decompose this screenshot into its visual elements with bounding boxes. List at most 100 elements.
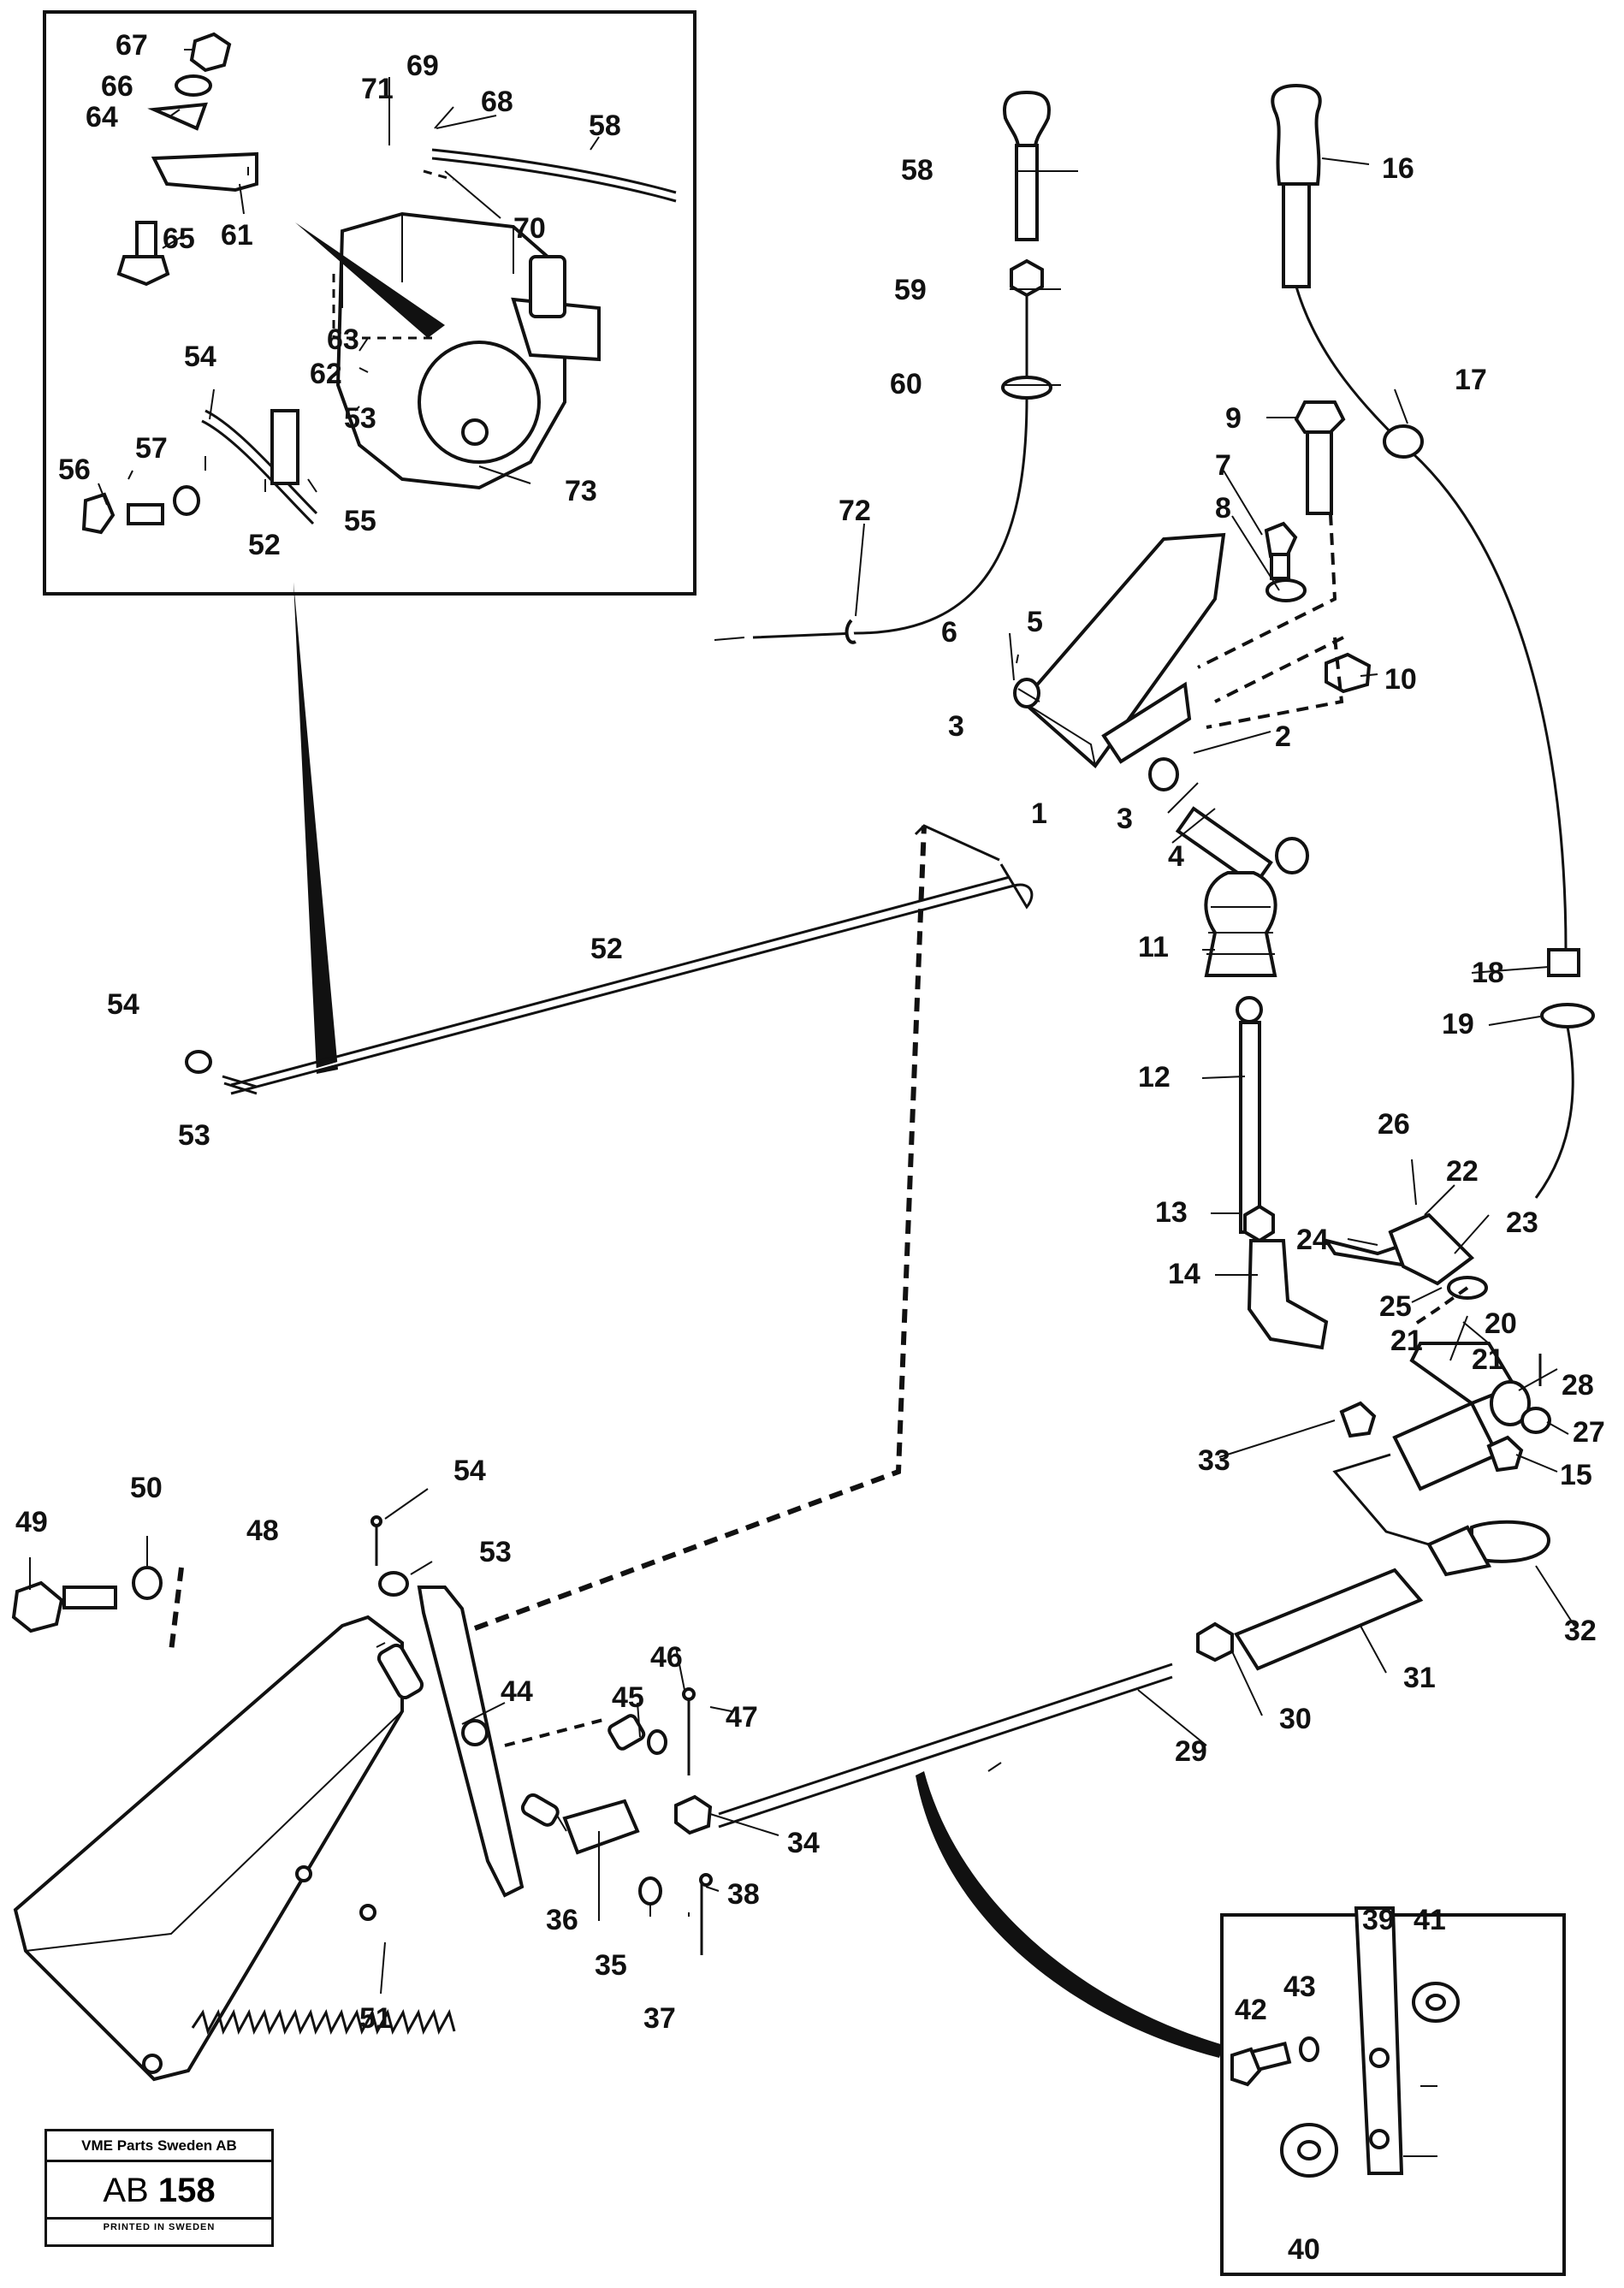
part-label-51: 51 bbox=[359, 2002, 392, 2035]
code-prefix: AB bbox=[103, 2172, 149, 2209]
part-label-52: 52 bbox=[590, 933, 623, 965]
part-label-1: 1 bbox=[1031, 797, 1047, 830]
part-label-66: 66 bbox=[101, 70, 133, 103]
rod-12 bbox=[1204, 871, 1329, 1350]
part-labels: 67 66 64 61 65 71 69 68 58 70 63 62 53 5… bbox=[15, 29, 1605, 2266]
part-label-42: 42 bbox=[1235, 1994, 1267, 2026]
part-label-40: 40 bbox=[1288, 2233, 1320, 2266]
printed-in: PRINTED IN SWEDEN bbox=[103, 2222, 216, 2232]
part-label-23: 23 bbox=[1506, 1206, 1538, 1239]
part-label-67: 67 bbox=[116, 29, 148, 62]
part-label-4: 4 bbox=[1168, 840, 1184, 873]
part-label-70: 70 bbox=[513, 212, 546, 245]
part-label-22: 22 bbox=[1446, 1155, 1479, 1188]
part-label-21b: 21 bbox=[1472, 1343, 1504, 1376]
part-label-8: 8 bbox=[1215, 492, 1231, 525]
part-label-60: 60 bbox=[890, 368, 922, 400]
part-label-38: 38 bbox=[727, 1878, 760, 1911]
part-label-10: 10 bbox=[1384, 663, 1417, 696]
part-label-14: 14 bbox=[1168, 1258, 1200, 1290]
part-label-54-inset: 54 bbox=[184, 341, 216, 373]
part-label-58-inset: 58 bbox=[589, 110, 621, 142]
part-label-62: 62 bbox=[310, 358, 342, 390]
part-label-59: 59 bbox=[894, 274, 927, 306]
part-label-28: 28 bbox=[1562, 1369, 1594, 1402]
part-label-33: 33 bbox=[1198, 1444, 1230, 1477]
part-label-71: 71 bbox=[361, 73, 394, 105]
part-label-47: 47 bbox=[726, 1701, 758, 1734]
rod-52 bbox=[185, 824, 1034, 1095]
cable-58 bbox=[714, 90, 1052, 644]
part-label-53a: 53 bbox=[178, 1119, 210, 1152]
title-block: VME Parts Sweden AB AB 158 PRINTED IN SW… bbox=[44, 2129, 274, 2247]
part-label-15: 15 bbox=[1560, 1459, 1592, 1491]
part-label-26: 26 bbox=[1378, 1108, 1410, 1141]
part-label-68: 68 bbox=[481, 86, 513, 118]
part-label-49: 49 bbox=[15, 1506, 48, 1538]
linkage-rod-29 bbox=[674, 1453, 1551, 1835]
part-label-73: 73 bbox=[565, 475, 597, 507]
part-label-30: 30 bbox=[1279, 1703, 1312, 1735]
part-label-2: 2 bbox=[1275, 720, 1291, 753]
pedal-assembly bbox=[1013, 400, 1372, 888]
lever-assembly bbox=[1322, 1212, 1551, 1491]
part-label-29: 29 bbox=[1175, 1735, 1207, 1768]
leader-lines bbox=[29, 49, 1575, 1995]
part-label-25: 25 bbox=[1379, 1290, 1412, 1323]
part-label-46: 46 bbox=[650, 1641, 683, 1674]
part-label-50: 50 bbox=[130, 1472, 163, 1504]
part-label-20: 20 bbox=[1485, 1307, 1517, 1340]
part-label-31: 31 bbox=[1403, 1662, 1436, 1694]
part-label-3a: 3 bbox=[948, 710, 964, 743]
part-label-65: 65 bbox=[163, 222, 195, 255]
part-label-69: 69 bbox=[406, 50, 439, 82]
part-label-44: 44 bbox=[501, 1675, 533, 1708]
part-label-48: 48 bbox=[246, 1514, 279, 1547]
part-label-11: 11 bbox=[1138, 931, 1169, 963]
part-label-54b: 54 bbox=[453, 1455, 486, 1487]
part-label-35: 35 bbox=[595, 1949, 627, 1982]
part-label-21a: 21 bbox=[1390, 1325, 1423, 1357]
part-label-12: 12 bbox=[1138, 1061, 1171, 1094]
part-label-64: 64 bbox=[86, 101, 118, 133]
engine-detail-inset bbox=[43, 10, 696, 596]
part-label-37: 37 bbox=[643, 2002, 676, 2035]
part-label-36: 36 bbox=[546, 1904, 578, 1936]
part-label-39: 39 bbox=[1362, 1904, 1395, 1936]
part-label-32: 32 bbox=[1564, 1615, 1597, 1647]
part-label-72: 72 bbox=[839, 495, 871, 527]
part-label-53-inset: 53 bbox=[344, 402, 376, 435]
bracket-48 bbox=[11, 825, 927, 2082]
detail-arc bbox=[916, 1771, 1224, 2058]
company-name: VME Parts Sweden AB bbox=[47, 2131, 271, 2162]
part-label-16: 16 bbox=[1382, 152, 1414, 185]
clevis-group bbox=[520, 1687, 713, 1955]
part-label-17: 17 bbox=[1455, 364, 1487, 396]
part-label-56: 56 bbox=[58, 453, 91, 486]
part-label-41: 41 bbox=[1414, 1904, 1446, 1936]
code-number: 158 bbox=[157, 2172, 216, 2209]
part-label-9: 9 bbox=[1225, 402, 1242, 435]
part-label-19: 19 bbox=[1442, 1008, 1474, 1040]
part-label-3b: 3 bbox=[1117, 803, 1133, 835]
part-label-53b: 53 bbox=[479, 1536, 512, 1568]
part-label-54a: 54 bbox=[107, 988, 139, 1021]
part-label-52-inset: 52 bbox=[248, 529, 281, 561]
part-label-13: 13 bbox=[1155, 1196, 1188, 1229]
part-label-27: 27 bbox=[1573, 1416, 1605, 1449]
part-label-34: 34 bbox=[787, 1827, 820, 1859]
drawing-code: AB 158 bbox=[47, 2162, 271, 2220]
part-label-5: 5 bbox=[1027, 606, 1043, 638]
part-label-57: 57 bbox=[135, 432, 168, 465]
part-label-63: 63 bbox=[327, 323, 359, 356]
part-label-7: 7 bbox=[1215, 449, 1231, 482]
bracket-detail-inset bbox=[1220, 1906, 1566, 2276]
part-label-24: 24 bbox=[1296, 1224, 1329, 1256]
part-label-45: 45 bbox=[612, 1681, 644, 1714]
cable-16 bbox=[1271, 83, 1595, 1199]
part-label-6: 6 bbox=[941, 616, 957, 649]
part-label-61: 61 bbox=[221, 219, 253, 252]
part-label-18: 18 bbox=[1472, 957, 1504, 989]
part-label-55: 55 bbox=[344, 505, 376, 537]
